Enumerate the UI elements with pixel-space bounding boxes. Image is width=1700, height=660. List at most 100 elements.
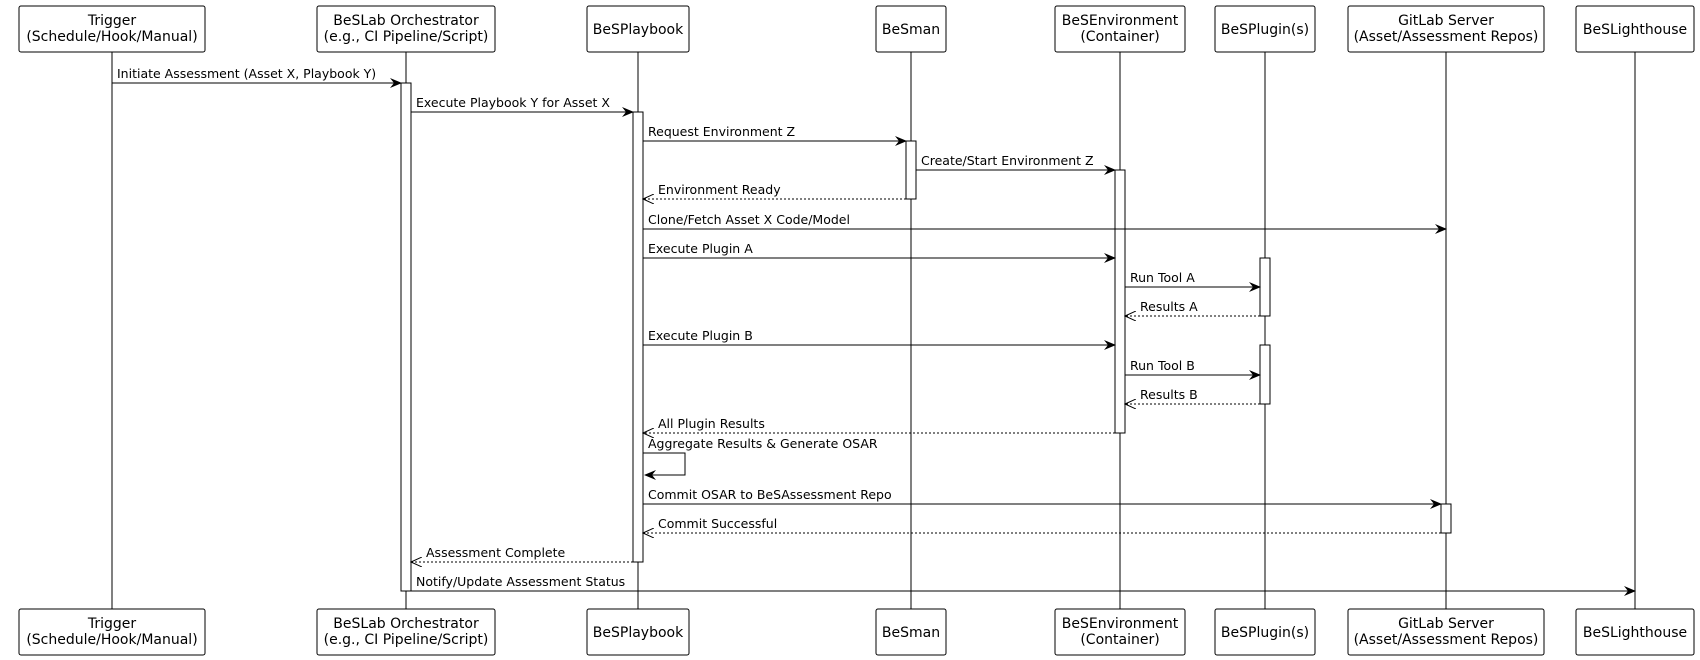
message-label: Execute Plugin A xyxy=(648,241,753,256)
participant-label: Trigger xyxy=(87,616,137,632)
participant-box xyxy=(1214,5,1316,53)
participant-plugin-bottom: BeSPlugin(s) xyxy=(1214,608,1316,656)
participant-label: GitLab Server xyxy=(1398,616,1494,632)
participant-lighthouse-bottom: BeSLighthouse xyxy=(1575,608,1695,656)
participant-box xyxy=(18,5,206,53)
participant-label: (e.g., CI Pipeline/Script) xyxy=(324,632,489,648)
participant-orch-bottom: BeSLab Orchestrator(e.g., CI Pipeline/Sc… xyxy=(316,608,496,656)
participant-box xyxy=(1575,5,1695,53)
participant-box xyxy=(1054,608,1186,656)
participant-gitlab-bottom: GitLab Server(Asset/Assessment Repos) xyxy=(1347,608,1545,656)
participant-box xyxy=(586,608,690,656)
message-label: Commit Successful xyxy=(658,516,777,531)
participant-playbook-top: BeSPlaybook xyxy=(586,5,690,53)
message-14: Aggregate Results & Generate OSAR xyxy=(643,436,878,480)
participant-label: BeSPlugin(s) xyxy=(1221,22,1309,38)
participant-label: BeSEnvironment xyxy=(1062,616,1179,632)
participant-orch-top: BeSLab Orchestrator(e.g., CI Pipeline/Sc… xyxy=(316,5,496,53)
activation-bar-env xyxy=(1114,169,1126,434)
message-label: Results B xyxy=(1140,387,1198,402)
participant-label: (Schedule/Hook/Manual) xyxy=(26,632,197,648)
participant-label: BeSman xyxy=(882,22,940,38)
message-8: Run Tool A xyxy=(1125,270,1261,292)
participant-box xyxy=(1575,608,1695,656)
message-label: Notify/Update Assessment Status xyxy=(416,574,625,589)
message-label: Results A xyxy=(1140,299,1198,314)
message-15: Commit OSAR to BeSAssessment Repo xyxy=(643,487,1442,509)
message-3: Request Environment Z xyxy=(643,124,907,146)
participant-label: (Container) xyxy=(1080,632,1159,648)
message-arrow xyxy=(643,452,686,480)
activation-bar-gitlab xyxy=(1440,503,1452,534)
participant-box xyxy=(1347,608,1545,656)
participant-label: BeSPlugin(s) xyxy=(1221,625,1309,641)
participant-label: BeSPlaybook xyxy=(593,22,684,38)
lifelines xyxy=(111,52,1636,609)
activation-bar-playbook xyxy=(632,111,644,563)
participant-trigger-top: Trigger(Schedule/Hook/Manual) xyxy=(18,5,206,53)
message-label: Run Tool B xyxy=(1130,358,1195,373)
participant-box xyxy=(875,5,947,53)
participant-box xyxy=(1054,5,1186,53)
participant-env-bottom: BeSEnvironment(Container) xyxy=(1054,608,1186,656)
message-10: Execute Plugin B xyxy=(643,328,1116,350)
participant-label: GitLab Server xyxy=(1398,13,1494,29)
message-5: Environment Ready xyxy=(643,182,906,199)
participant-box xyxy=(1214,608,1316,656)
message-1: Initiate Assessment (Asset X, Playbook Y… xyxy=(112,66,402,88)
participant-plugin-top: BeSPlugin(s) xyxy=(1214,5,1316,53)
participant-box xyxy=(1347,5,1545,53)
message-9: Results A xyxy=(1125,299,1260,316)
activation-bar-besman xyxy=(905,140,917,200)
message-label: Environment Ready xyxy=(658,182,781,197)
message-label: Assessment Complete xyxy=(426,545,566,560)
message-label: Run Tool A xyxy=(1130,270,1195,285)
participants: Trigger(Schedule/Hook/Manual)BeSLab Orch… xyxy=(18,5,1695,656)
activation-bars xyxy=(400,82,1452,592)
messages: Initiate Assessment (Asset X, Playbook Y… xyxy=(112,66,1636,596)
message-label: Execute Playbook Y for Asset X xyxy=(416,95,610,110)
message-12: Results B xyxy=(1125,387,1260,404)
participant-label: BeSman xyxy=(882,625,940,641)
participant-label: BeSEnvironment xyxy=(1062,13,1179,29)
message-4: Create/Start Environment Z xyxy=(916,153,1116,175)
participant-label: BeSLighthouse xyxy=(1583,625,1687,641)
participant-label: (Schedule/Hook/Manual) xyxy=(26,29,197,45)
message-label: Clone/Fetch Asset X Code/Model xyxy=(648,212,850,227)
participant-box xyxy=(316,5,496,53)
participant-label: (Asset/Assessment Repos) xyxy=(1354,632,1539,648)
message-label: Create/Start Environment Z xyxy=(921,153,1094,168)
participant-label: BeSLab Orchestrator xyxy=(333,13,479,29)
participant-box xyxy=(875,608,947,656)
message-17: Assessment Complete xyxy=(411,545,633,562)
message-11: Run Tool B xyxy=(1125,358,1261,380)
message-6: Clone/Fetch Asset X Code/Model xyxy=(643,212,1447,234)
participant-lighthouse-top: BeSLighthouse xyxy=(1575,5,1695,53)
activation-bar-plugin xyxy=(1259,344,1271,405)
participant-box xyxy=(586,5,690,53)
message-label: All Plugin Results xyxy=(658,416,765,431)
activation-bar-plugin xyxy=(1259,257,1271,317)
participant-label: BeSLighthouse xyxy=(1583,22,1687,38)
participant-label: (Asset/Assessment Repos) xyxy=(1354,29,1539,45)
message-2: Execute Playbook Y for Asset X xyxy=(411,95,634,117)
message-label: Execute Plugin B xyxy=(648,328,753,343)
message-13: All Plugin Results xyxy=(643,416,1115,433)
message-label: Aggregate Results & Generate OSAR xyxy=(648,436,878,451)
participant-label: BeSLab Orchestrator xyxy=(333,616,479,632)
participant-label: Trigger xyxy=(87,13,137,29)
participant-playbook-bottom: BeSPlaybook xyxy=(586,608,690,656)
participant-label: (Container) xyxy=(1080,29,1159,45)
participant-besman-bottom: BeSman xyxy=(875,608,947,656)
activation-bar-orch xyxy=(400,82,412,592)
participant-label: BeSPlaybook xyxy=(593,625,684,641)
message-18: Notify/Update Assessment Status xyxy=(411,574,1636,596)
participant-gitlab-top: GitLab Server(Asset/Assessment Repos) xyxy=(1347,5,1545,53)
message-label: Initiate Assessment (Asset X, Playbook Y… xyxy=(117,66,376,81)
participant-trigger-bottom: Trigger(Schedule/Hook/Manual) xyxy=(18,608,206,656)
participant-label: (e.g., CI Pipeline/Script) xyxy=(324,29,489,45)
participant-box xyxy=(316,608,496,656)
participant-env-top: BeSEnvironment(Container) xyxy=(1054,5,1186,53)
message-label: Commit OSAR to BeSAssessment Repo xyxy=(648,487,892,502)
